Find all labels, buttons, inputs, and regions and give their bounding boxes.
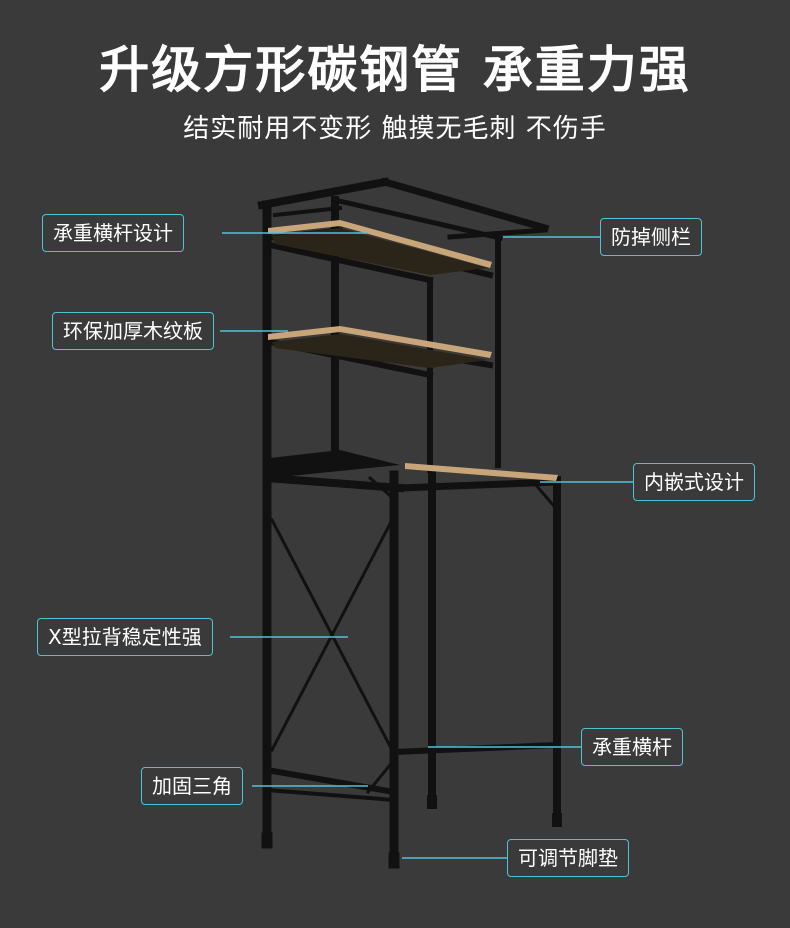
callout-triangle: 加固三角 (141, 767, 243, 805)
page-title: 升级方形碳钢管 承重力强 (99, 41, 691, 99)
callout-x-brace: X型拉背稳定性强 (37, 618, 213, 656)
page-subtitle: 结实耐用不变形 触摸无毛刺 不伤手 (183, 114, 607, 144)
callout-side-rail: 防掉侧栏 (600, 218, 702, 256)
callout-crossbar-design: 承重横杆设计 (42, 214, 184, 252)
callout-load-crossbar: 承重横杆 (581, 728, 683, 766)
callout-embedded-design: 内嵌式设计 (633, 463, 755, 501)
callout-foot-pad: 可调节脚垫 (507, 839, 629, 877)
callout-wood-board: 环保加厚木纹板 (52, 312, 214, 350)
